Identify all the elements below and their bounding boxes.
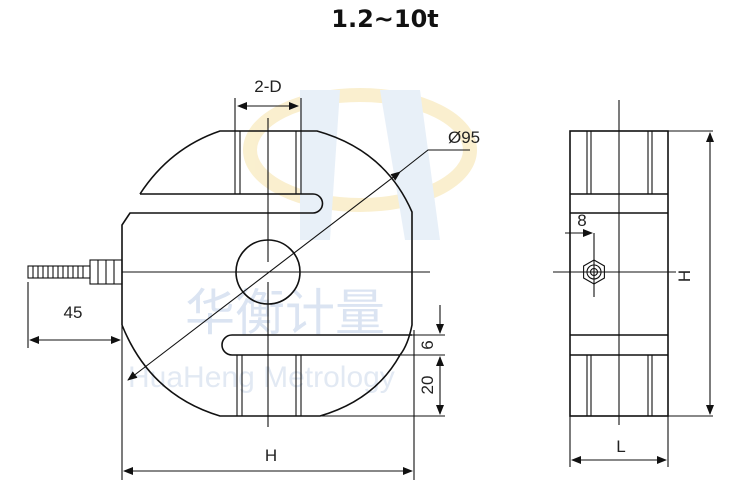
front-height-label: H	[265, 446, 277, 465]
front-view	[27, 98, 470, 480]
hole-spacing-label: 2-D	[254, 77, 281, 96]
length-label: L	[616, 437, 625, 456]
side-height-label: H	[675, 270, 694, 282]
side-view	[553, 100, 714, 467]
offset-label: 8	[577, 211, 586, 230]
watermark-logo	[243, 88, 477, 240]
diameter-label: Ø95	[448, 128, 480, 147]
cable-connector	[27, 259, 123, 285]
slot-gap-label: 6	[418, 340, 437, 349]
page-title: 1.2~10t	[331, 5, 439, 33]
cable-length-label: 45	[64, 303, 83, 322]
slot-depth-label: 20	[418, 376, 437, 395]
